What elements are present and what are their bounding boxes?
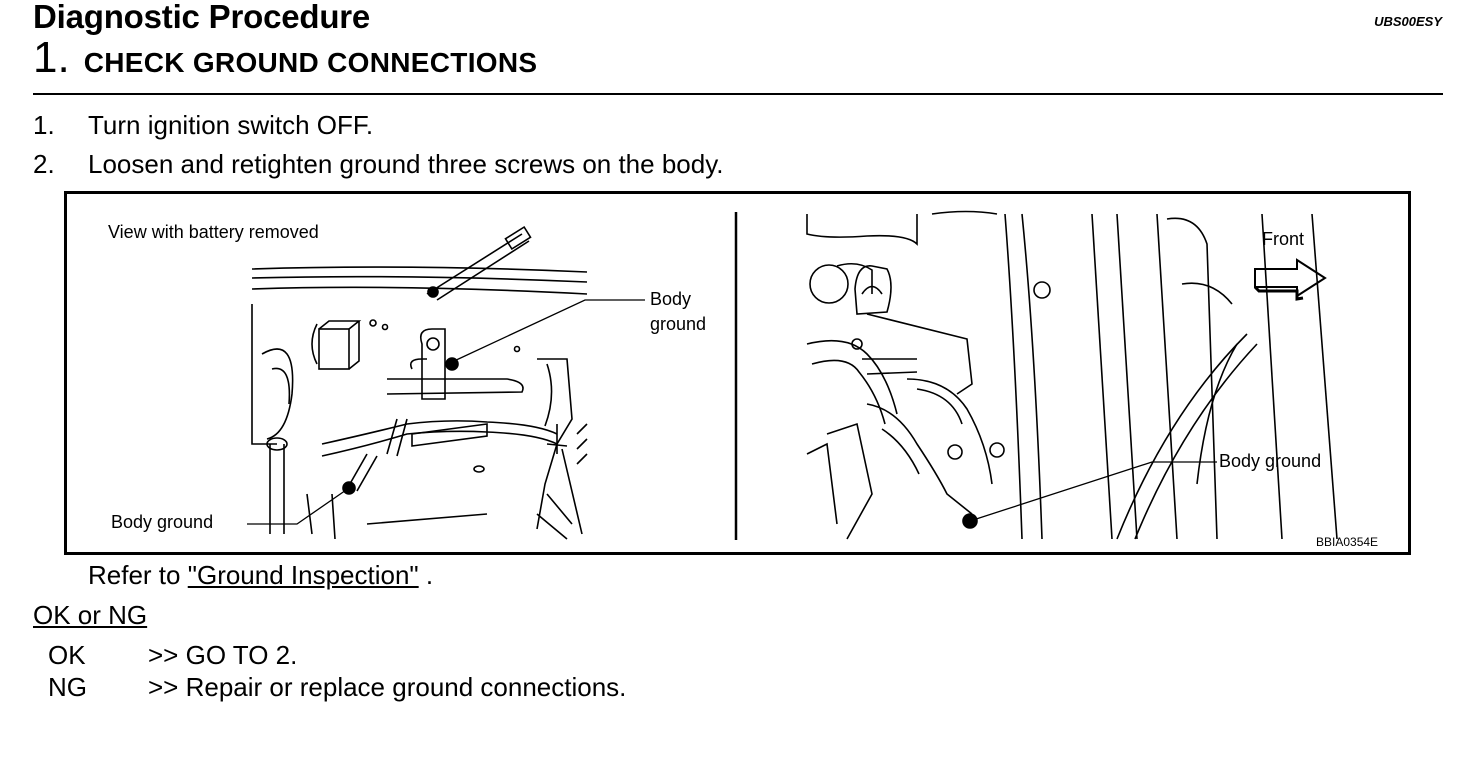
figure-illustration <box>247 210 1338 540</box>
instruction-item: 2. Loosen and retighten ground three scre… <box>33 149 724 180</box>
instruction-text: Turn ignition switch OFF. <box>88 110 374 140</box>
result-heading: OK or NG <box>33 600 148 630</box>
reference-line: Refer to "Ground Inspection" . <box>88 560 433 591</box>
reference-suffix: . <box>425 560 434 590</box>
result-action: >> Repair or replace ground connections. <box>148 672 627 702</box>
body-ground-label: Body <box>650 289 692 309</box>
result-action: >> GO TO 2. <box>148 640 298 670</box>
result-key: OK <box>48 640 86 670</box>
reference-prefix: Refer to <box>88 560 181 590</box>
document-code: UBS00ESY <box>1374 14 1442 29</box>
body-ground-label: Body ground <box>1219 451 1322 471</box>
body-ground-label: Body ground <box>111 512 214 532</box>
figure-code: BBIA0354E <box>1316 535 1379 549</box>
instruction-number: 1. <box>33 110 55 140</box>
body-ground-label: ground <box>650 314 707 334</box>
figure-caption: View with battery removed <box>108 222 319 242</box>
result-key: NG <box>48 672 87 702</box>
result-row: OK >> GO TO 2. <box>48 640 297 671</box>
step-heading: 1. CHECK GROUND CONNECTIONS <box>33 34 537 82</box>
step-number: 1. <box>33 33 70 82</box>
front-label: Front <box>1262 229 1305 249</box>
instruction-text: Loosen and retighten ground three screws… <box>88 149 724 179</box>
result-row: NG >> Repair or replace ground connection… <box>48 672 626 703</box>
page-title: Diagnostic Procedure <box>33 0 371 35</box>
step-title: CHECK GROUND CONNECTIONS <box>83 47 538 78</box>
instruction-number: 2. <box>33 149 55 179</box>
ground-location-figure: View with battery removed Body ground Bo… <box>64 191 1411 555</box>
instruction-item: 1. Turn ignition switch OFF. <box>33 110 373 141</box>
ground-inspection-link[interactable]: "Ground Inspection" <box>187 560 419 590</box>
heading-divider <box>33 93 1443 95</box>
